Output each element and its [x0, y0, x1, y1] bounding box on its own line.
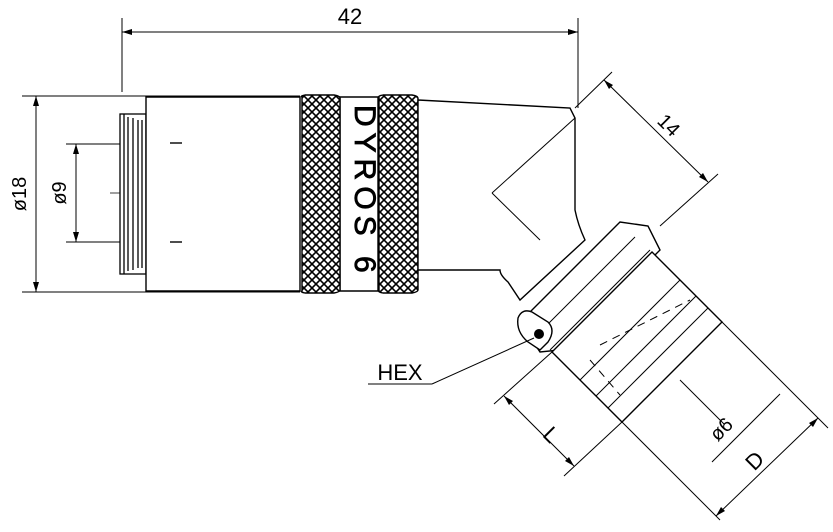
diameter-D-label: D — [740, 446, 769, 475]
angled-length-label: 14 — [653, 110, 684, 141]
hex-nut — [519, 221, 661, 353]
hex-leader: HEX — [368, 337, 535, 385]
knurled-ring-right — [378, 94, 419, 294]
brand-engraving: DYROS 6 — [348, 105, 381, 279]
elbow-body — [417, 99, 586, 302]
inner-diameter-label: ø9 — [49, 181, 71, 204]
outer-diameter-label: ø18 — [9, 177, 31, 211]
dimension-angled-length: 14 — [574, 71, 719, 227]
coupling-body — [145, 96, 379, 292]
dimension-overall-length: 42 — [121, 4, 579, 108]
hex-marker — [517, 310, 553, 351]
nipple-tip — [119, 113, 147, 275]
overall-length-label: 42 — [338, 4, 362, 29]
hex-label: HEX — [377, 360, 423, 385]
dimension-inner-diameter: ø9 — [49, 143, 150, 243]
threaded-end — [551, 251, 723, 423]
dimension-outer-diameter: ø18 — [9, 95, 300, 293]
knurled-ring-left — [300, 94, 341, 294]
